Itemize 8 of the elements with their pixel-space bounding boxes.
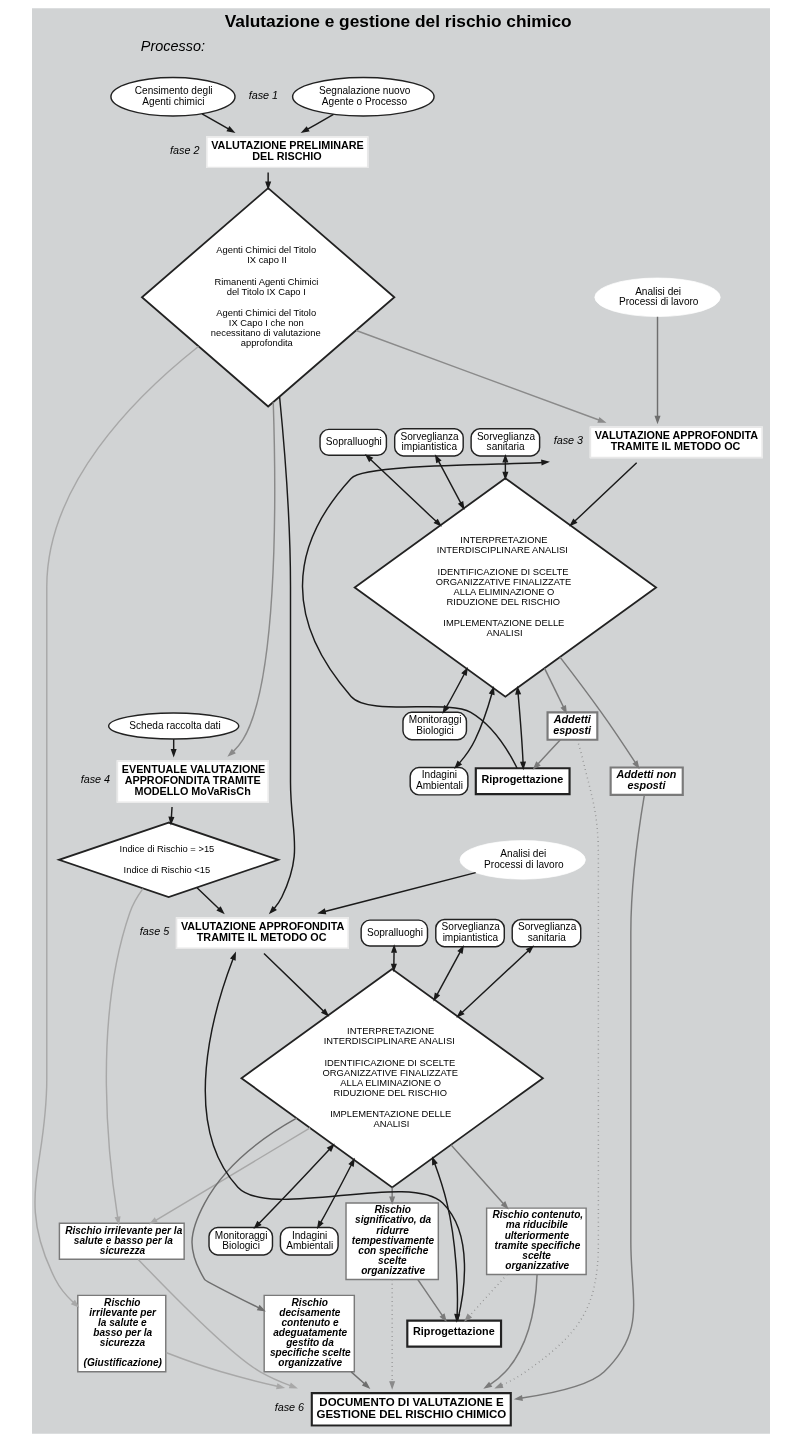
- node-label: fase 2: [170, 144, 200, 157]
- node-label: fase 5: [139, 924, 170, 937]
- node-label: fase 1: [248, 88, 279, 101]
- diagram-title: Valutazione e gestione del rischio chimico: [224, 11, 572, 32]
- label: Processo:: [140, 38, 205, 55]
- node-label: fase 6: [274, 1401, 305, 1414]
- node-label: fase 3: [553, 434, 584, 447]
- node-label: fase 4: [80, 773, 111, 786]
